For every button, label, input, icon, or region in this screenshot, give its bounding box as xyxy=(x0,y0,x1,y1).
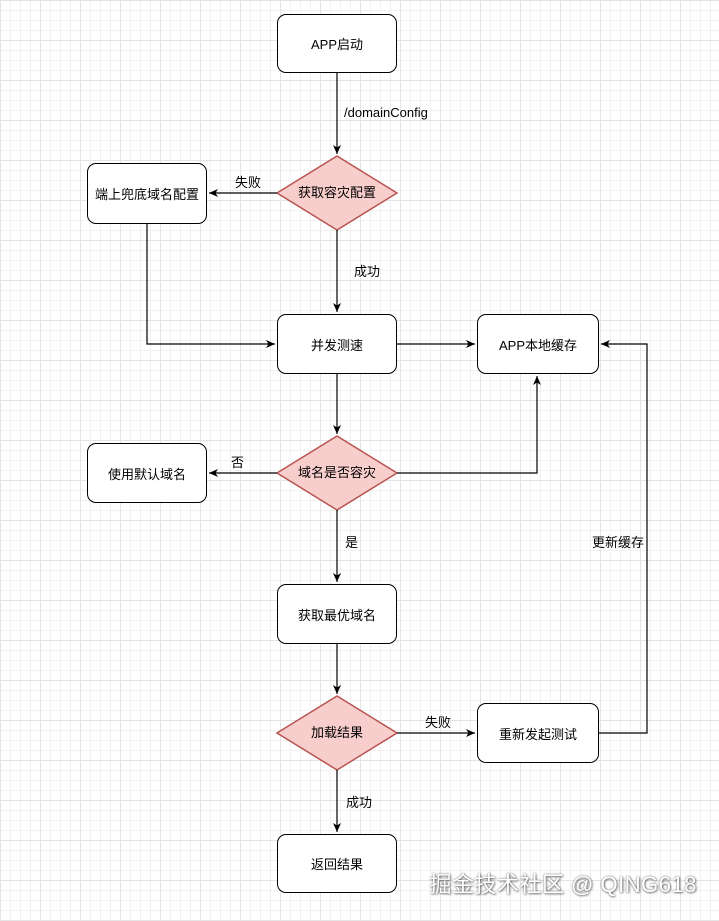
node-load-result-label: 加载结果 xyxy=(310,725,363,740)
edge-label-domain-config: /domainConfig xyxy=(344,105,428,120)
edge-label-fail-2: 失败 xyxy=(425,715,452,730)
edge-label-fail-1: 失败 xyxy=(235,175,262,190)
edge-fallback-to-test xyxy=(146,224,275,348)
edge-decision-to-cache xyxy=(397,376,541,474)
node-fallback-config: 端上兜底域名配置 xyxy=(87,163,207,224)
node-get-best: 获取最优域名 xyxy=(277,584,397,644)
node-use-default: 使用默认域名 xyxy=(87,443,207,503)
edge-label-update-cache: 更新缓存 xyxy=(592,535,645,550)
edge-label-success-1: 成功 xyxy=(354,264,381,279)
watermark: 掘金技术社区 @ QING618 xyxy=(429,872,697,897)
node-return-result: 返回结果 xyxy=(277,834,397,893)
edge-label-success-2: 成功 xyxy=(346,795,373,810)
edge-retest-update-cache xyxy=(599,340,648,734)
node-get-dr-config-label: 获取容灾配置 xyxy=(297,185,376,200)
node-app-start: APP启动 xyxy=(277,14,397,73)
node-is-dr-domain-label: 域名是否容灾 xyxy=(297,465,376,480)
edge-label-no: 否 xyxy=(231,455,245,470)
node-retest: 重新发起测试 xyxy=(477,703,599,763)
node-app-local-cache: APP本地缓存 xyxy=(477,314,599,374)
edge-label-yes: 是 xyxy=(345,535,359,550)
node-concurrent-test: 并发测速 xyxy=(277,314,397,374)
